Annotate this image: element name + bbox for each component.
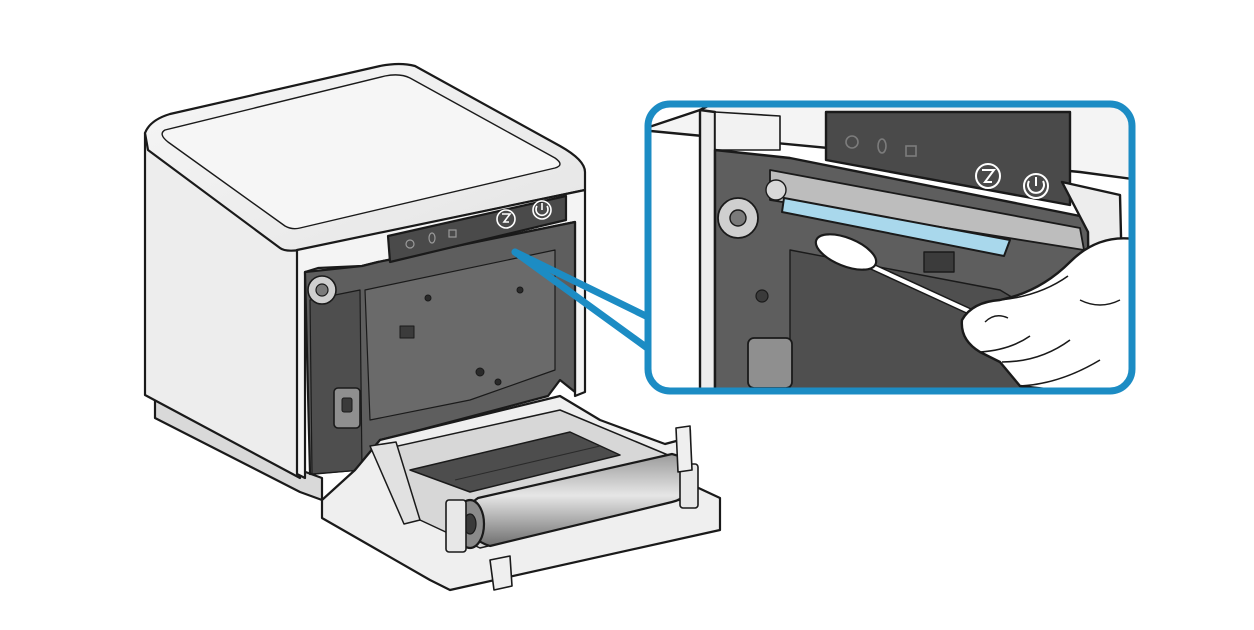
hand — [960, 237, 1132, 391]
power-button-icon — [532, 200, 552, 220]
interior-left-wall — [309, 289, 363, 475]
lan-icon — [448, 229, 457, 238]
front-cover — [320, 394, 722, 592]
detail-feed-button-icon — [975, 163, 1001, 189]
detail-front-frame — [698, 108, 717, 391]
main-control-icons — [405, 200, 552, 249]
paper-guide — [409, 431, 621, 493]
detail-network-icon — [845, 135, 859, 149]
detail-bluetooth-icon — [877, 138, 887, 154]
cover-tab-right — [675, 425, 693, 473]
cover-tab-left — [489, 555, 513, 591]
printer-top-inner — [161, 74, 561, 230]
callout-connector — [511, 248, 654, 354]
hinge-arm — [369, 441, 421, 525]
detail-power-button-icon — [1023, 173, 1049, 199]
printer-body — [143, 62, 587, 502]
swab-tip — [814, 233, 878, 271]
network-icon — [405, 239, 415, 249]
callout-frame — [644, 100, 1136, 395]
detail-callout — [644, 100, 1136, 395]
detail-latch — [747, 337, 793, 389]
feed-button-icon — [496, 209, 516, 229]
bluetooth-icon — [428, 232, 436, 244]
detail-control-panel — [824, 110, 1072, 207]
thermal-head-highlight — [781, 197, 1011, 257]
roller-bracket-left — [445, 499, 467, 553]
detail-lan-icon — [905, 145, 917, 157]
detail-control-icons — [845, 135, 1049, 199]
